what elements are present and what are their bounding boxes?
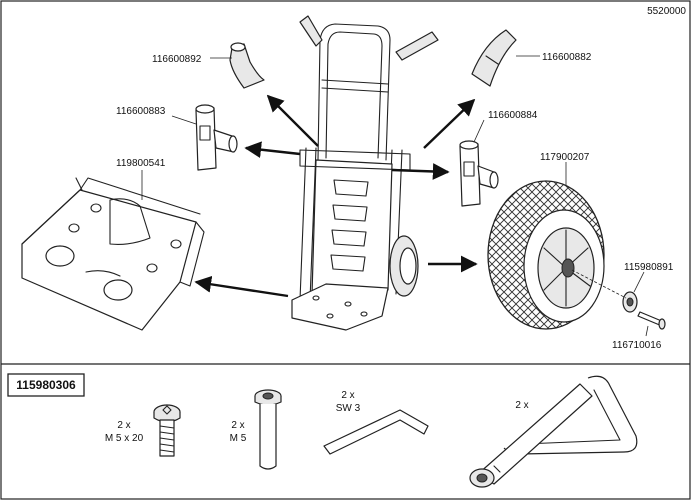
part-handle-grip: 116600892 — [152, 42, 265, 89]
label-platform: 119800541 — [116, 158, 166, 169]
label-wheel: 117900207 — [540, 152, 590, 163]
arrow-to-bracket-right — [391, 163, 450, 180]
part-wheel-guard: 116600882 — [471, 29, 592, 87]
label-wheel-guard: 116600882 — [542, 52, 592, 63]
arrow-to-wheel-guard — [423, 98, 476, 149]
kit-number: 115980306 — [16, 378, 76, 392]
hand-truck-illustration — [291, 15, 439, 331]
arrow-to-platform — [194, 275, 289, 298]
kit-item-sleeve-nut: 2 x M 5 — [230, 389, 282, 470]
arrow-to-handle-grip — [266, 94, 319, 147]
kit-item-handle-tube: 2 x — [469, 375, 638, 488]
kit-item-nut-desc: M 5 — [230, 433, 247, 444]
label-bracket-left: 116600883 — [116, 106, 166, 117]
kit-item-hex-key: 2 x SW 3 — [323, 390, 429, 455]
part-hub-cap: 115980891 — [571, 262, 674, 313]
kit-item-hexkey-qty: 2 x — [341, 390, 354, 401]
arrow-to-bracket-left — [244, 141, 301, 159]
handle-tube-icon — [469, 375, 638, 488]
label-bracket-right: 116600884 — [488, 110, 538, 121]
sleeve-nut-icon — [254, 389, 282, 470]
kit-item-screw-desc: M 5 x 20 — [105, 433, 144, 444]
kit-item-hexkey-desc: SW 3 — [336, 403, 361, 414]
label-hub-cap: 115980891 — [624, 262, 674, 273]
kit-item-tube-qty: 2 x — [515, 400, 528, 411]
kit-number-box — [7, 373, 85, 397]
part-platform: 119800541 — [21, 158, 205, 331]
part-bracket-left: 116600883 — [116, 104, 238, 171]
part-bracket-right: 116600884 — [459, 110, 538, 207]
hex-key-icon — [323, 409, 429, 455]
kit-item-nut-qty: 2 x — [231, 420, 244, 431]
part-wheel: 117900207 — [487, 152, 605, 330]
label-axle-bolt: 116710016 — [612, 340, 662, 351]
screw-icon — [153, 404, 181, 457]
part-axle-bolt: 116710016 — [612, 311, 666, 351]
label-handle-grip: 116600892 — [152, 54, 202, 65]
kit-item-screw: 2 x M 5 x 20 — [105, 404, 181, 457]
explode-arrows — [194, 94, 478, 298]
drawing-number: 5520000 — [647, 6, 686, 17]
kit-item-screw-qty: 2 x — [117, 420, 130, 431]
